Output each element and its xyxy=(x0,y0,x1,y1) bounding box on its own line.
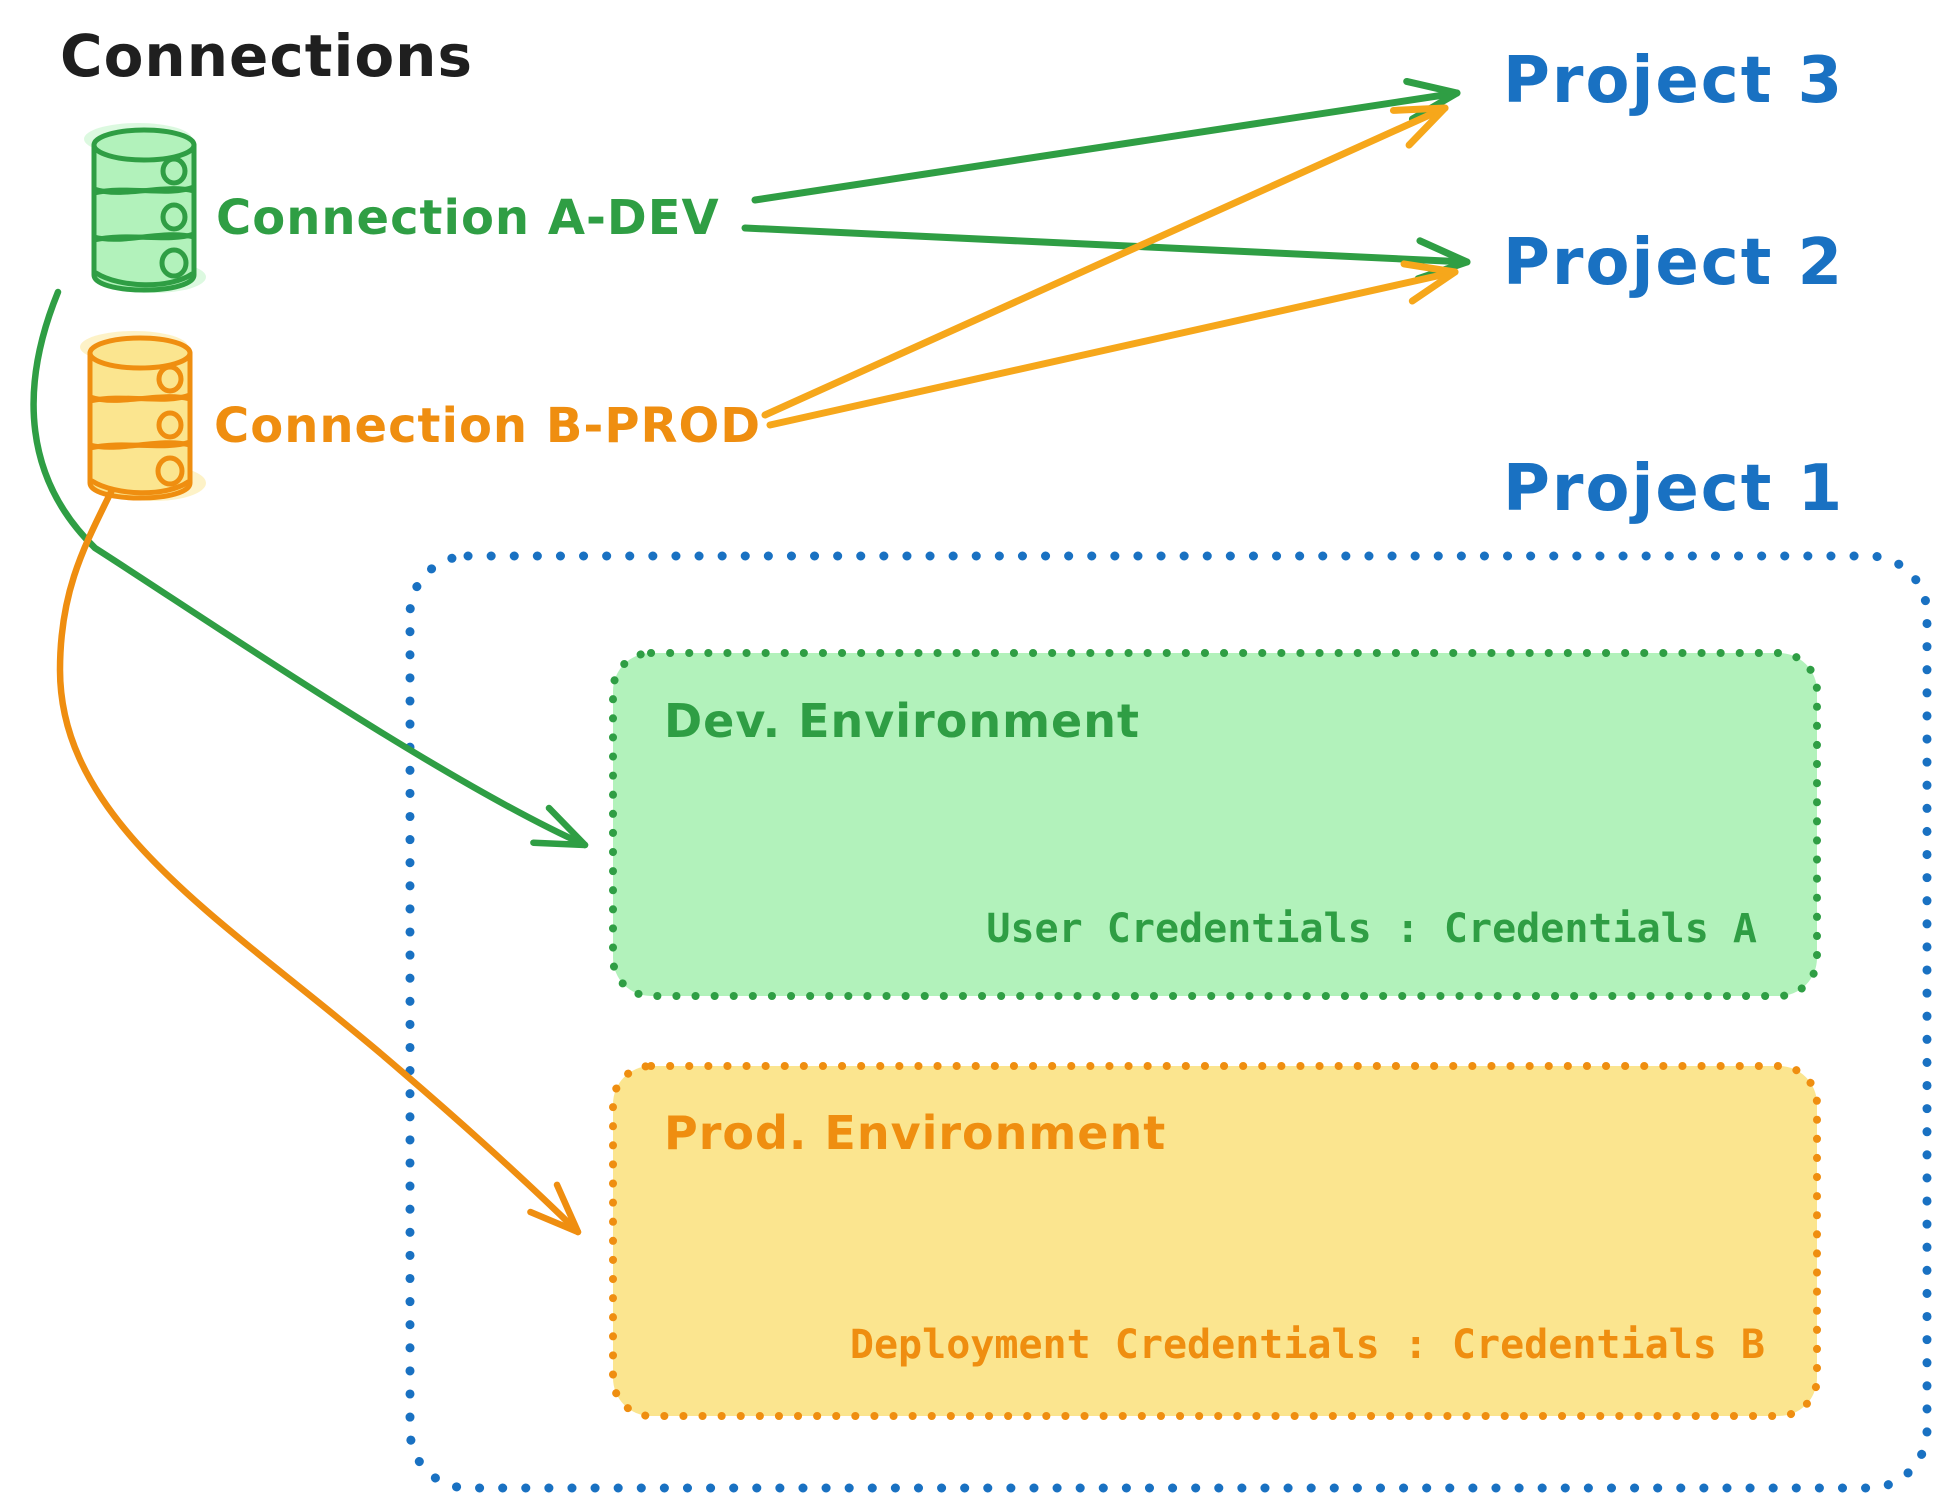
database-cylinder-icon xyxy=(80,331,206,501)
arrowhead-icon xyxy=(530,804,589,849)
arrow-b-prod-to-project-2 xyxy=(766,260,1459,429)
arrowhead-icon xyxy=(1389,104,1449,149)
project-2-label: Project 2 xyxy=(1503,226,1845,300)
arrow-a-dev-to-project-3 xyxy=(751,77,1461,204)
arrow-a-dev-to-project-2 xyxy=(741,224,1471,283)
connection-a-dev-label: Connection A-DEV xyxy=(216,190,720,246)
project-3-label: Project 3 xyxy=(1503,44,1845,118)
dev-environment-box xyxy=(609,649,1821,1000)
dev-environment-title: Dev. Environment xyxy=(664,694,1140,748)
arrowhead-icon xyxy=(1400,260,1459,305)
arrowhead-icon xyxy=(527,1181,582,1236)
prod-environment-title: Prod. Environment xyxy=(664,1106,1167,1160)
project-1-box xyxy=(405,551,1932,1493)
database-cylinder-icon xyxy=(84,123,206,293)
prod-credentials-text: Deployment Credentials : Credentials B xyxy=(849,1322,1765,1368)
arrow-b-prod-to-prod-environment xyxy=(56,486,582,1236)
arrow-layer xyxy=(30,77,1471,1236)
prod-environment-box xyxy=(609,1062,1821,1420)
dev-credentials-text: User Credentials : Credentials A xyxy=(986,906,1757,952)
arrow-b-prod-to-project-3 xyxy=(761,104,1449,419)
connection-b-prod-label: Connection B-PROD xyxy=(214,398,762,454)
project-1-label: Project 1 xyxy=(1503,452,1845,526)
arrow-a-dev-to-dev-environment xyxy=(30,288,589,849)
diagram-title: Connections xyxy=(60,22,473,90)
